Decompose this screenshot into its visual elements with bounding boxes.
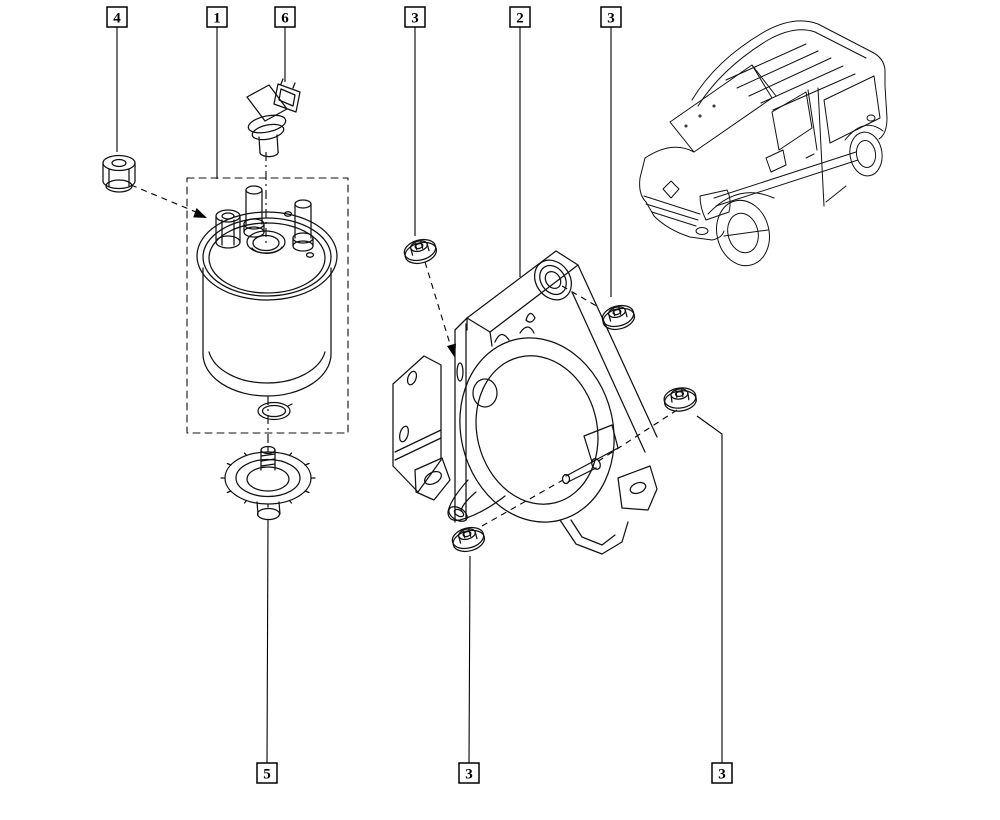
flange-nut-drawing-right [662, 385, 699, 414]
callout-box-3-bottom-right[interactable]: 3 [711, 762, 733, 784]
callout-box-6[interactable]: 6 [274, 6, 296, 28]
mounting-bracket-drawing [392, 250, 658, 555]
callout-box-2[interactable]: 2 [509, 6, 531, 28]
callout-label: 3 [465, 767, 473, 783]
flange-nut-drawing-bottom [449, 523, 488, 556]
callout-label: 3 [718, 767, 726, 783]
callout-box-3-top-right[interactable]: 3 [600, 6, 622, 28]
callout-label: 1 [213, 11, 221, 27]
flange-nut-drawing-upper-right [599, 301, 638, 334]
callout-label: 6 [281, 11, 289, 27]
o-ring-drawing [257, 401, 293, 421]
callout-box-5[interactable]: 5 [256, 762, 278, 784]
dashed-leader-lines [130, 152, 678, 527]
callout-label: 4 [113, 11, 121, 27]
callout-label: 3 [607, 11, 615, 27]
callout-box-3-bottom-middle[interactable]: 3 [458, 762, 480, 784]
callout-label: 2 [516, 11, 524, 27]
callout-box-4[interactable]: 4 [106, 6, 128, 28]
callout-box-1[interactable]: 1 [206, 6, 228, 28]
callout-label: 5 [263, 767, 271, 783]
drain-plug-drawing [220, 445, 316, 521]
leader-lines [116, 27, 723, 764]
callout-label: 3 [411, 11, 419, 27]
vehicle-drawing [639, 20, 888, 267]
fuel-filter-drawing [186, 177, 349, 434]
flange-nut-drawing-upper-left [401, 235, 440, 268]
fuel-sensor-drawing [246, 78, 301, 158]
hex-nut-drawing [102, 154, 136, 193]
callout-box-3-top-left[interactable]: 3 [404, 6, 426, 28]
